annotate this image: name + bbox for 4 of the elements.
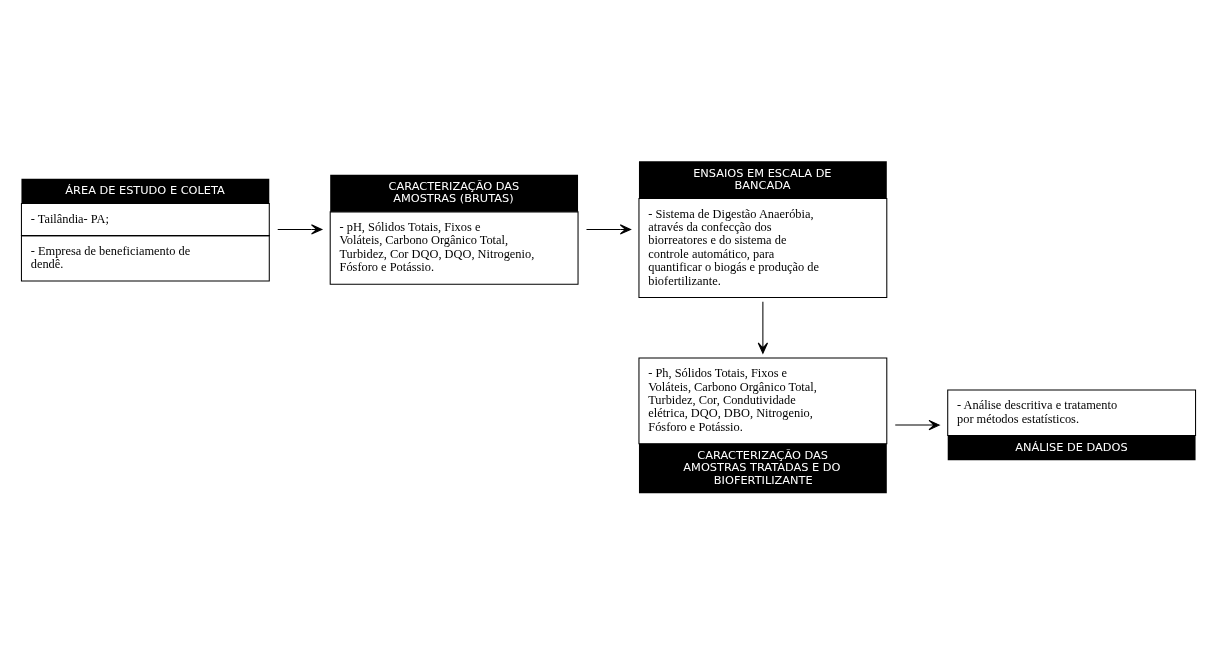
arrow (277, 223, 323, 235)
arrow (585, 223, 632, 235)
arrow (757, 300, 769, 354)
arrow (894, 419, 940, 430)
